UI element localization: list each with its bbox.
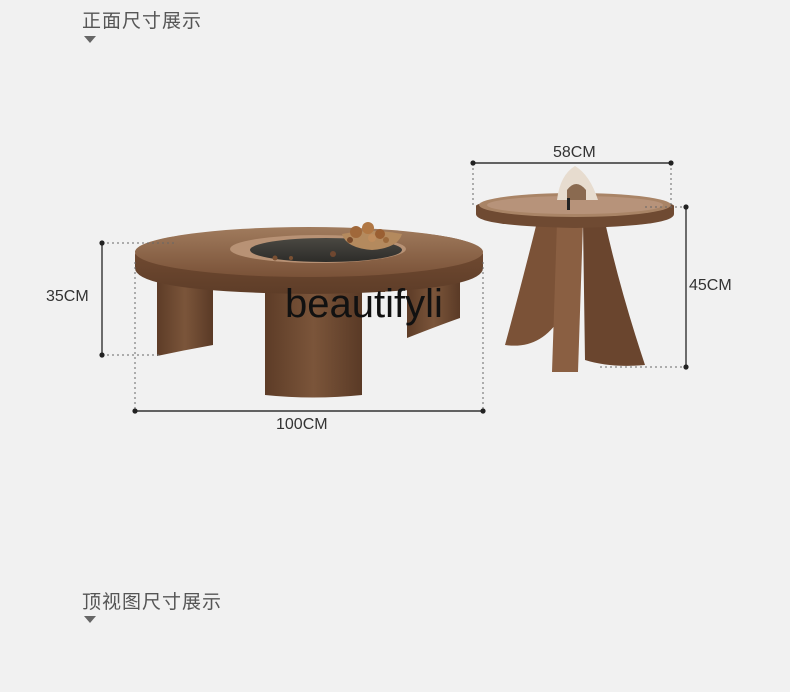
watermark-text: beautifyli (285, 282, 443, 326)
dimension-endpoints (99, 160, 689, 414)
dimension-guides (102, 163, 686, 411)
front-view-title: 正面尺寸展示 (82, 10, 203, 32)
coffee-table (135, 222, 484, 398)
side-table (476, 166, 674, 372)
dimension-lines (101, 162, 687, 412)
caret-down-icon (84, 616, 96, 623)
caret-down-icon (84, 36, 96, 43)
top-view-title: 顶视图尺寸展示 (82, 591, 223, 613)
coffee-table-width-label: 100CM (276, 416, 328, 433)
coffee-table-height-label: 35CM (46, 288, 89, 305)
side-table-height-label: 45CM (689, 277, 732, 294)
side-table-width-label: 58CM (553, 144, 596, 161)
